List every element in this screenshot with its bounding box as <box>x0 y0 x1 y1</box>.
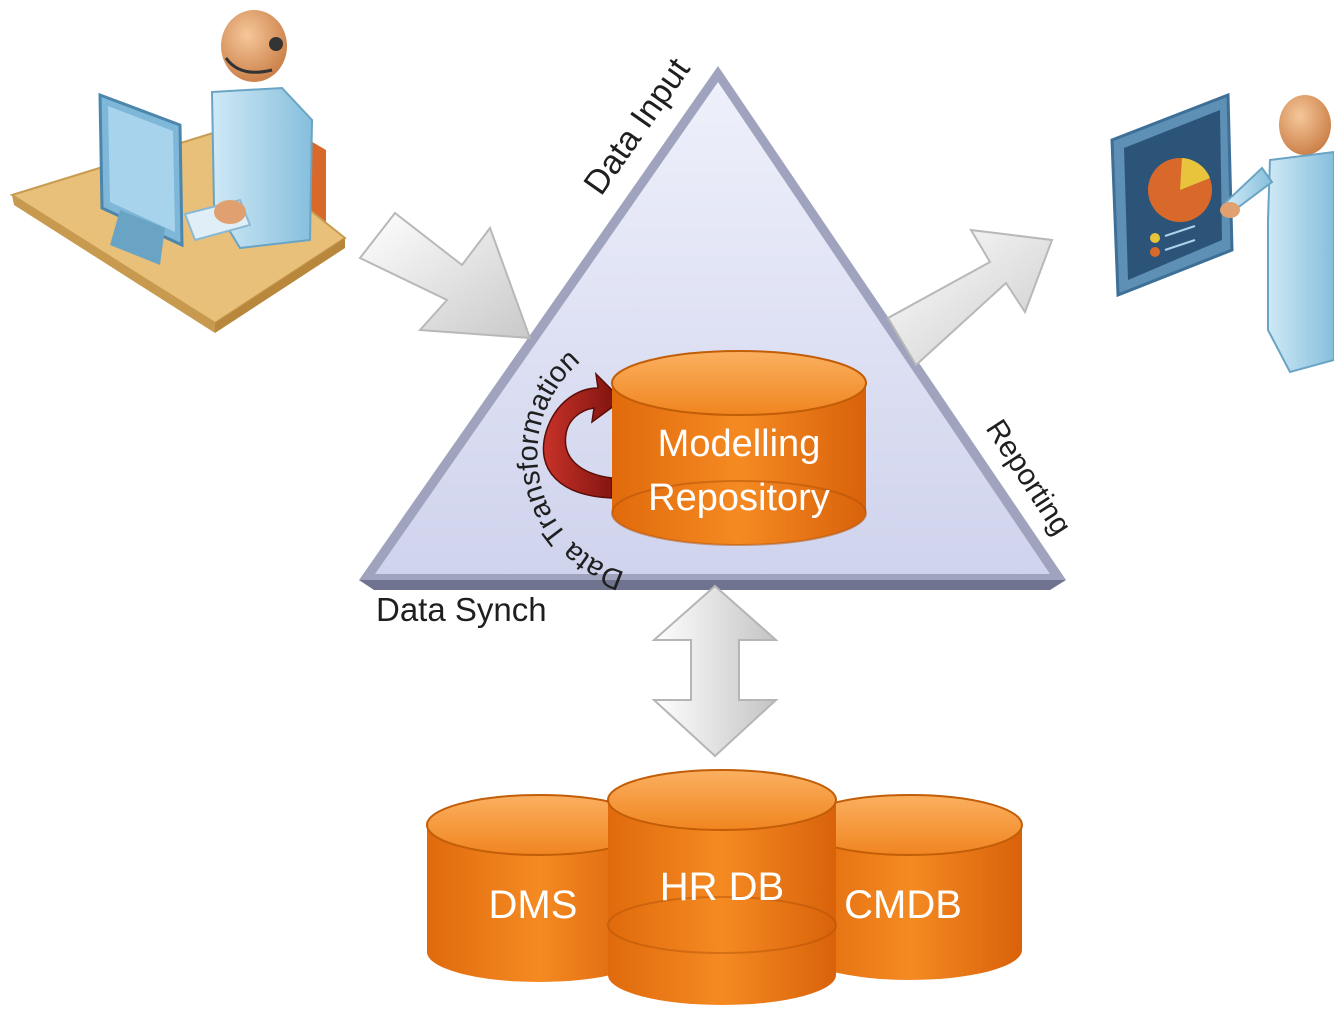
repository-label-line2: Repository <box>648 477 830 519</box>
repository-label-line1: Modelling <box>658 423 821 465</box>
hr-db-database: HR DB <box>607 769 837 1005</box>
database-label-cmdb: CMDB <box>844 883 962 927</box>
cmdb-database: CMDB <box>797 794 1023 980</box>
sync-double-arrow <box>651 584 779 758</box>
data-entry-operator-icon <box>9 10 347 333</box>
modelling-repository-database: Modelling Repository <box>611 350 867 546</box>
transformation-cycle-icon <box>542 371 624 499</box>
database-label-dms: DMS <box>489 883 578 927</box>
dms-database: DMS <box>426 794 652 982</box>
report-presenter-icon <box>1110 92 1334 374</box>
edge-label-data-synch: Data Synch <box>376 591 547 628</box>
reporting-arrow <box>886 228 1054 367</box>
database-label-hr-db: HR DB <box>660 865 784 909</box>
input-arrow <box>358 211 532 340</box>
